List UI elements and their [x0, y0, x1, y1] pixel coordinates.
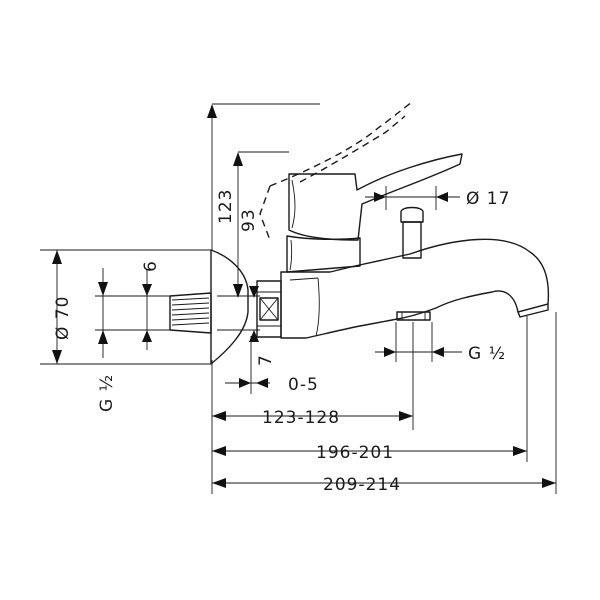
dimension-lines — [52, 104, 556, 488]
mixer-body — [280, 238, 550, 339]
spout-tip — [517, 303, 549, 318]
shower-outlet — [396, 311, 431, 321]
dim-g-half-right-label: G ½ — [468, 344, 506, 364]
dim-123-label: 123 — [216, 189, 236, 224]
dim-0-5-label: 0-5 — [288, 375, 319, 395]
faucet-outline — [169, 153, 550, 365]
dim-209-214-label: 209-214 — [323, 475, 401, 495]
inlet-thread-hatching — [171, 297, 210, 326]
dim-123-128-label: 123-128 — [262, 408, 340, 428]
lever-alternate-position — [259, 101, 413, 241]
dim-dia-17-label: Ø 17 — [466, 189, 510, 209]
dim-93-label: 93 — [239, 208, 259, 232]
dim-g-half-left-label: G ½ — [97, 374, 117, 412]
extension-lines — [40, 103, 557, 494]
dim-7-label: 7 — [256, 354, 276, 366]
dim-6-label: 6 — [141, 260, 161, 272]
cartridge-housing — [286, 235, 361, 273]
inlet-pipe — [169, 292, 212, 334]
wall-rosette — [210, 249, 249, 365]
dimension-labels: 123 93 Ø 70 G ½ 6 7 Ø 17 G ½ 0-5 123-128… — [53, 189, 510, 495]
dim-dia-70-label: Ø 70 — [53, 296, 73, 340]
dim-196-201-label: 196-201 — [316, 443, 394, 463]
lever-handle — [288, 153, 463, 241]
